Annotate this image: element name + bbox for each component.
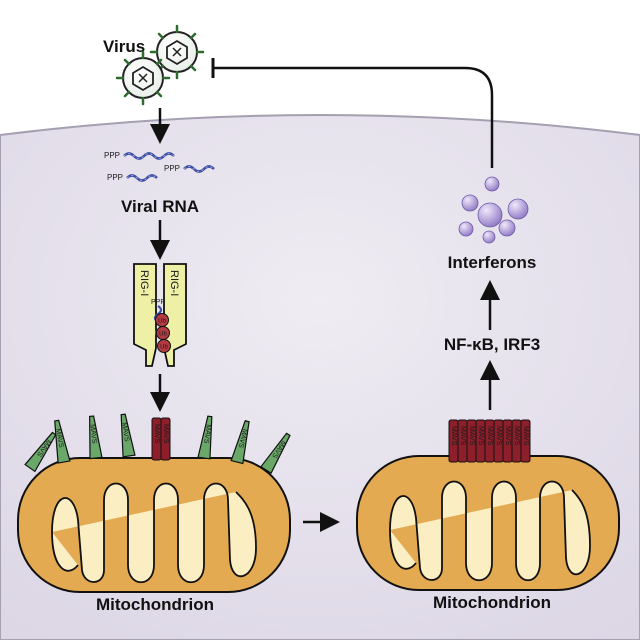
viral-rna-label: Viral RNA [121,197,199,216]
svg-text:MAVS: MAVS [468,426,475,446]
mavs-inactive: MAVS [230,420,250,465]
mavs-inactive: MAVS [88,415,103,460]
svg-text:MAVS: MAVS [202,424,212,444]
svg-text:MAVS: MAVS [495,426,502,446]
mitochondrion-cristae [51,482,257,583]
interferon-cluster-icon [458,176,529,244]
svg-text:MAVS: MAVS [162,424,169,444]
interferons-label: Interferons [448,253,537,272]
virus-label: Virus [103,37,145,56]
svg-text:MAVS: MAVS [153,424,160,444]
svg-text:PPP: PPP [104,151,120,160]
rig-i-bound-rna-5prime: PPP [151,299,165,306]
mitochondrion-cristae [389,480,591,581]
ubiquitin-label: Ub [159,332,167,338]
svg-text:MAVS: MAVS [88,424,97,444]
svg-text:MAVS: MAVS [486,426,493,446]
svg-text:MAVS: MAVS [120,422,130,442]
ubiquitin-label: Ub [160,345,168,351]
mitochondrion-left-label: Mitochondrion [96,595,214,614]
virus-particle-icon [115,50,171,106]
mavs-inactive: MAVS [197,415,213,460]
rig-i-label-right: RIG-I [168,270,180,296]
transcription-factors-label: NF-κB, IRF3 [444,335,540,354]
rig-i-left-monomer [133,263,157,367]
mitochondrion-right-label: Mitochondrion [433,593,551,612]
svg-text:PPP: PPP [107,173,123,182]
mitochondrion-left [17,457,291,593]
virus-particle-icon [149,24,205,80]
mavs-inactive: MAVS [54,419,71,464]
svg-text:MAVS: MAVS [459,426,466,446]
rig-i-complex: RIG-I RIG-I PPP Ub Ub Ub [133,263,187,367]
mavs-aggregate-left: MAVS MAVS [151,417,171,461]
svg-text:MAVS: MAVS [522,426,529,446]
mavs-inactive: MAVS [120,413,136,458]
svg-text:MAVS: MAVS [237,428,249,449]
viral-rna-strand: PPP [104,151,175,160]
svg-text:MAVS: MAVS [513,426,520,446]
viral-rna-strands: PPP PPP PPP [104,151,215,182]
interferon-inhibits-virus-line [213,66,494,168]
mavs-inactive-group: MAVS MAVS MAVS MAVS MAVS MAVS MAVS [24,413,291,475]
ubiquitin-chain: Ub Ub Ub [155,313,171,353]
svg-text:MAVS: MAVS [504,426,511,446]
svg-text:MAVS: MAVS [54,428,64,449]
ubiquitin-label: Ub [158,319,166,325]
svg-text:MAVS: MAVS [477,426,484,446]
svg-text:PPP: PPP [164,164,180,173]
viral-rna-strand: PPP [107,173,158,182]
viral-rna-strand: PPP [164,164,215,173]
rig-i-label-left: RIG-I [138,270,150,296]
mitochondrion-right [356,455,620,591]
mavs-aggregate-right: MAVS MAVS MAVS MAVS MAVS MAVS MAVS MAVS … [448,419,531,463]
svg-text:MAVS: MAVS [450,426,457,446]
